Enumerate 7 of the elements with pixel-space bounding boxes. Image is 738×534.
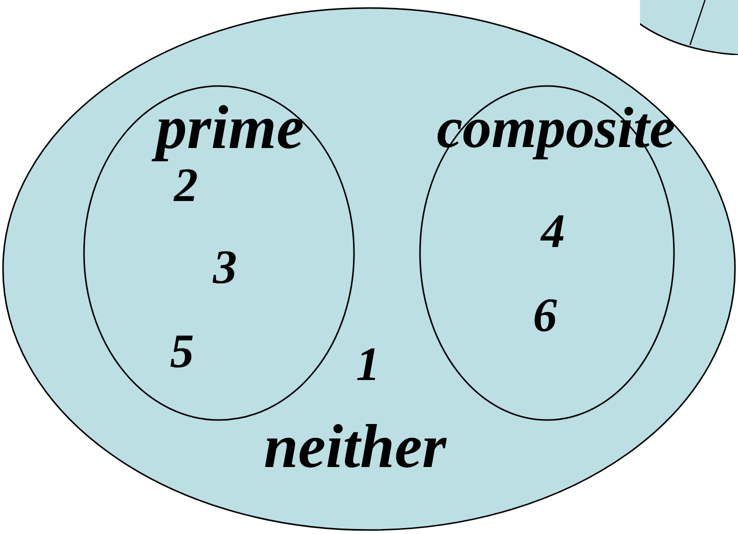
number: 2 [174,162,198,210]
number: 4 [541,208,565,256]
number: 3 [213,244,237,292]
number: 1 [356,341,380,389]
number: 6 [533,292,557,340]
set-label: neither [264,416,446,478]
number: 5 [170,328,194,376]
